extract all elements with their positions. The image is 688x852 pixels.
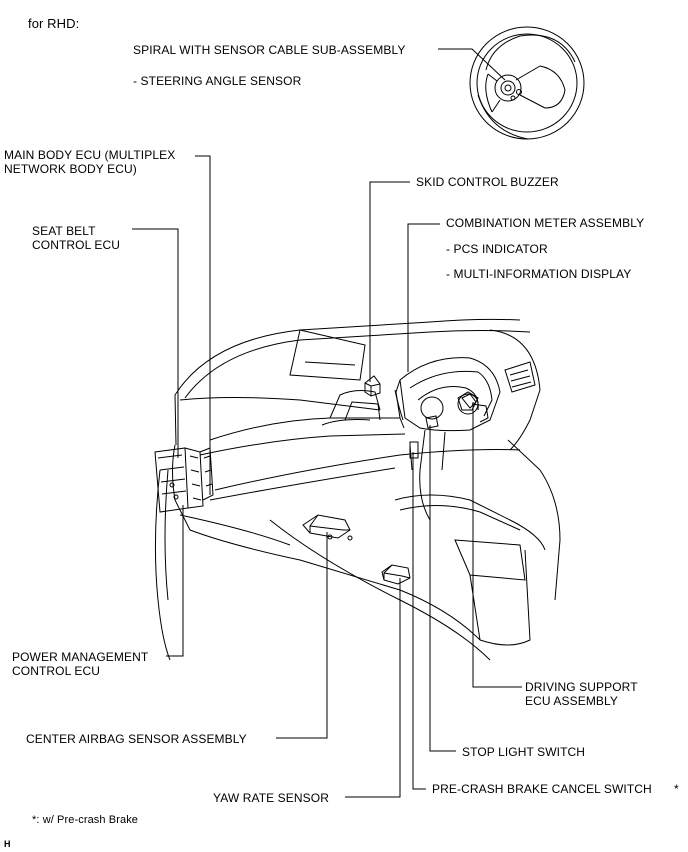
label-power-management-ecu-line2: CONTROL ECU bbox=[12, 664, 100, 678]
label-combination-meter: COMBINATION METER ASSEMBLY bbox=[446, 216, 645, 230]
label-spiral-cable: SPIRAL WITH SENSOR CABLE SUB-ASSEMBLY bbox=[133, 43, 406, 57]
steering-wheel-drawing bbox=[469, 26, 585, 140]
corner-code: H bbox=[4, 839, 11, 849]
label-multi-information-display: - MULTI-INFORMATION DISPLAY bbox=[446, 267, 632, 281]
leader-lines bbox=[132, 48, 522, 798]
dashboard-drawing bbox=[154, 318, 561, 661]
label-driving-support-ecu-line2: ECU ASSEMBLY bbox=[525, 694, 619, 708]
label-pre-crash-brake-cancel-switch: PRE-CRASH BRAKE CANCEL SWITCH bbox=[432, 782, 652, 796]
label-skid-control-buzzer: SKID CONTROL BUZZER bbox=[416, 175, 559, 189]
footnote: *: w/ Pre-crash Brake bbox=[32, 814, 139, 826]
label-pcs-indicator: - PCS INDICATOR bbox=[446, 242, 548, 256]
label-power-management-ecu-line1: POWER MANAGEMENT bbox=[12, 650, 149, 664]
label-seat-belt-ecu-line2: CONTROL ECU bbox=[32, 238, 120, 252]
label-driving-support-ecu-line1: DRIVING SUPPORT bbox=[525, 680, 638, 694]
label-yaw-rate-sensor: YAW RATE SENSOR bbox=[213, 791, 329, 805]
label-steering-angle-sensor: - STEERING ANGLE SENSOR bbox=[133, 74, 302, 88]
label-seat-belt-ecu-line1: SEAT BELT bbox=[32, 224, 96, 238]
label-main-body-ecu-line1: MAIN BODY ECU (MULTIPLEX bbox=[4, 148, 176, 162]
label-main-body-ecu-line2: NETWORK BODY ECU) bbox=[4, 162, 137, 176]
label-stop-light-switch: STOP LIGHT SWITCH bbox=[462, 745, 586, 759]
variant-heading: for RHD: bbox=[28, 16, 80, 31]
components-drawing bbox=[154, 375, 477, 585]
label-center-airbag-sensor: CENTER AIRBAG SENSOR ASSEMBLY bbox=[26, 732, 247, 746]
asterisk-mark: * bbox=[674, 782, 679, 796]
